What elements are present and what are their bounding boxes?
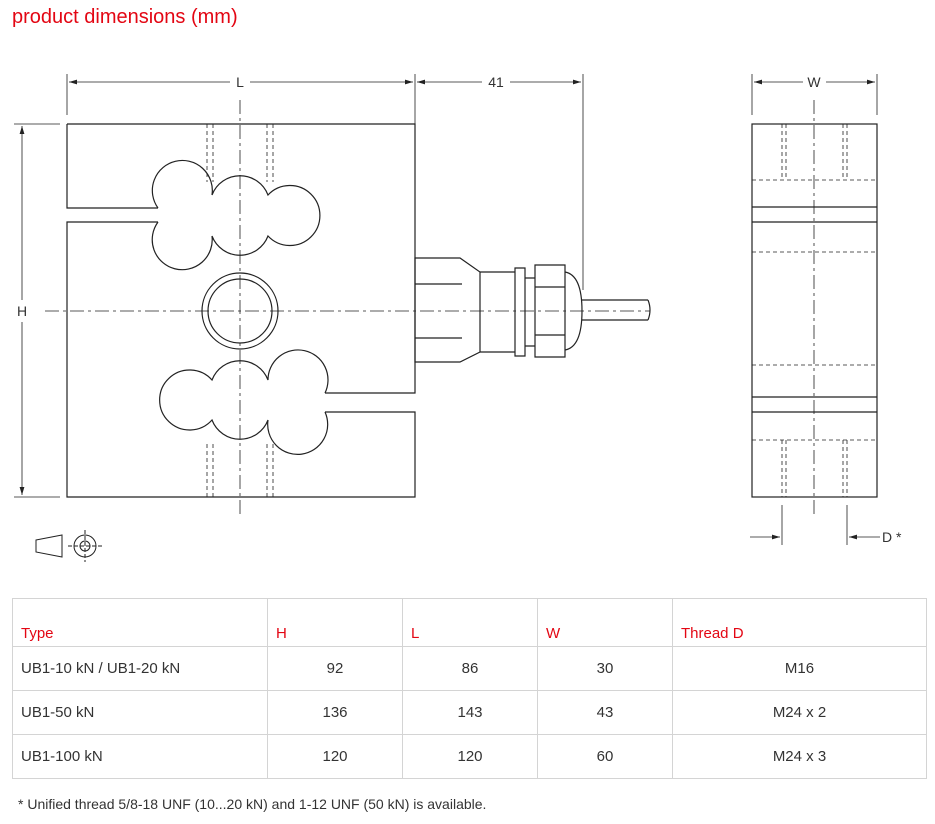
label-h: H	[17, 303, 27, 319]
header-h: H	[267, 598, 403, 647]
cell-l: 120	[402, 734, 538, 779]
cell-l: 86	[402, 646, 538, 691]
cell-w: 60	[537, 734, 673, 779]
projection-symbol-icon	[35, 530, 102, 562]
header-l: L	[402, 598, 538, 647]
dimension-drawing: L 41 H W D *	[0, 0, 902, 562]
cell-h: 92	[267, 646, 403, 691]
header-type: Type	[12, 598, 268, 647]
cell-type: UB1-10 kN / UB1-20 kN	[12, 646, 268, 691]
cell-type: UB1-50 kN	[12, 690, 268, 735]
cell-thread: M24 x 2	[672, 690, 927, 735]
page-title: product dimensions (mm)	[12, 6, 238, 28]
label-w: W	[807, 74, 821, 90]
cell-w: 43	[537, 690, 673, 735]
label-l: L	[236, 74, 244, 90]
cell-l: 143	[402, 690, 538, 735]
label-41: 41	[488, 74, 504, 90]
footnote: * Unified thread 5/8-18 UNF (10...20 kN)…	[18, 796, 487, 812]
header-w: W	[537, 598, 673, 647]
cell-thread: M16	[672, 646, 927, 691]
label-d: D *	[882, 529, 902, 545]
cell-w: 30	[537, 646, 673, 691]
table-header-row: Type H L W Thread D	[12, 598, 927, 647]
cell-thread: M24 x 3	[672, 734, 927, 779]
header-thread: Thread D	[672, 598, 927, 647]
table-row: UB1-50 kN 136 143 43 M24 x 2	[12, 690, 927, 735]
dimension-lines	[14, 74, 880, 545]
cell-type: UB1-100 kN	[12, 734, 268, 779]
table-row: UB1-10 kN / UB1-20 kN 92 86 30 M16	[12, 646, 927, 691]
dimensions-table: Type H L W Thread D UB1-10 kN / UB1-20 k…	[12, 598, 927, 779]
cell-h: 136	[267, 690, 403, 735]
cable-gland	[414, 257, 651, 363]
table-row: UB1-100 kN 120 120 60 M24 x 3	[12, 734, 927, 779]
front-view	[45, 100, 650, 515]
side-view	[751, 100, 878, 515]
cell-h: 120	[267, 734, 403, 779]
